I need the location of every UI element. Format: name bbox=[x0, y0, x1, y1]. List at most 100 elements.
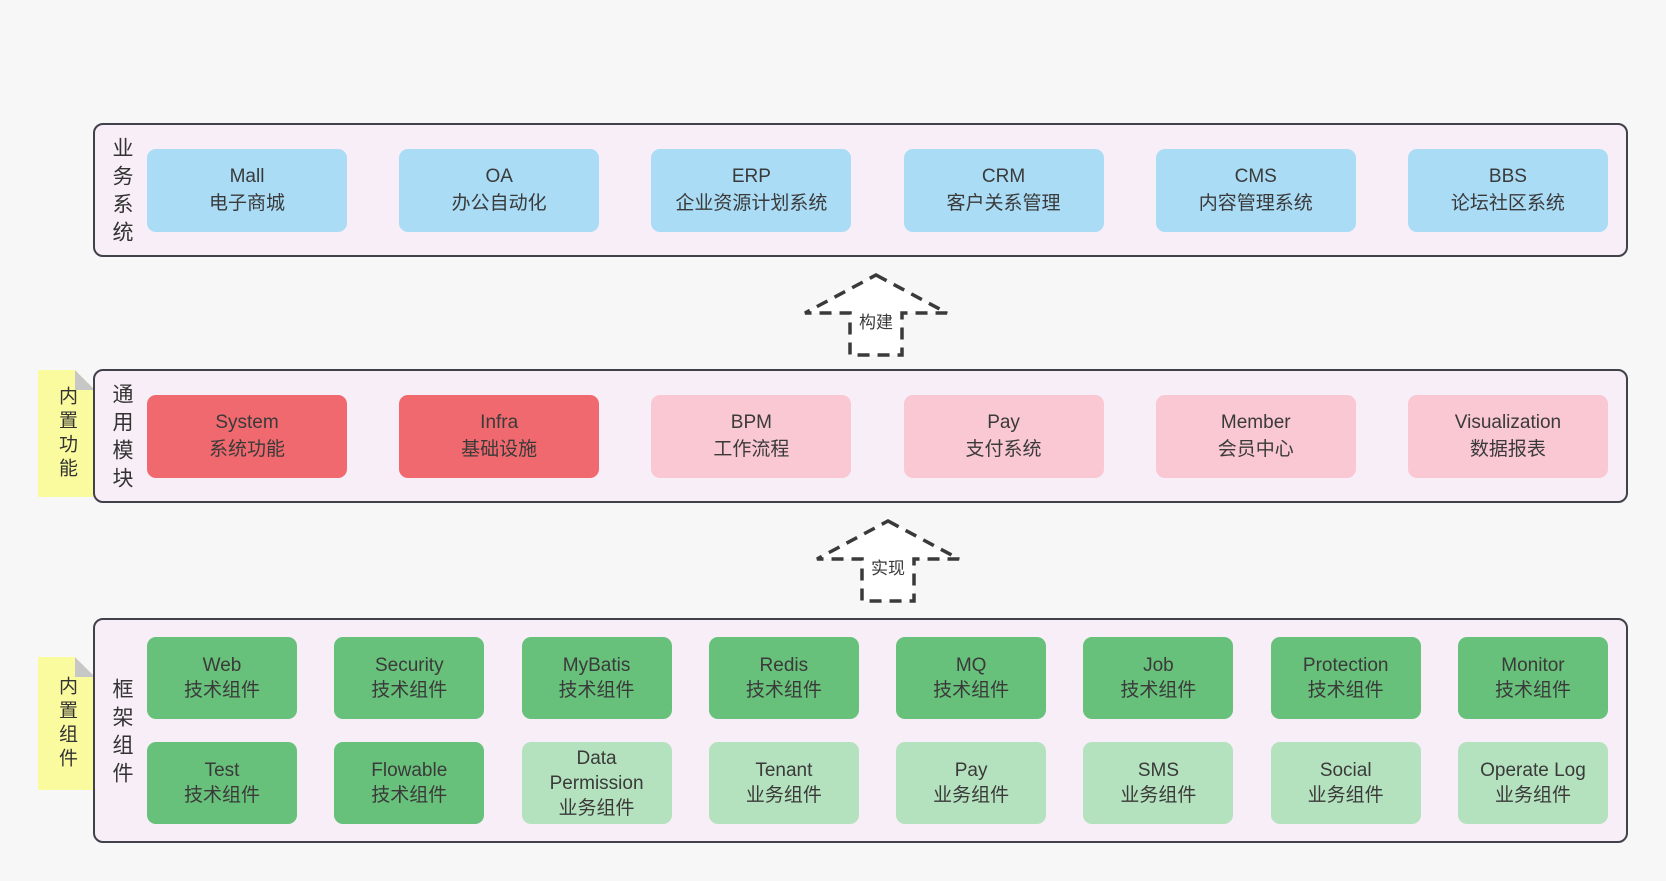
layer-business-systems: 业务系统 Mall 电子商城 OA 办公自动化 ERP 企业资源计划系统 CRM… bbox=[93, 123, 1628, 257]
box-test-zh: 技术组件 bbox=[183, 785, 260, 806]
sticky-fold-corner-icon bbox=[75, 370, 95, 390]
box-protection: Protection 技术组件 bbox=[1270, 637, 1421, 719]
box-flowable-zh: 技术组件 bbox=[371, 785, 448, 806]
box-mq-en: MQ bbox=[955, 655, 987, 676]
build-arrow-label: 构建 bbox=[856, 308, 896, 333]
layer-modules-label: 通用模块 bbox=[110, 383, 133, 495]
box-operate-log-zh: 业务组件 bbox=[1494, 785, 1571, 806]
box-sms-en: SMS bbox=[1137, 760, 1179, 781]
box-visualization: Visualization 数据报表 bbox=[1407, 394, 1608, 478]
box-data-permission-en: Data Permission bbox=[549, 747, 644, 794]
box-social-en: Social bbox=[1319, 760, 1372, 781]
box-flowable-en: Flowable bbox=[371, 760, 448, 781]
box-sms: SMS 业务组件 bbox=[1083, 742, 1234, 824]
implement-arrow-label: 实现 bbox=[868, 554, 908, 579]
box-visualization-zh: 数据报表 bbox=[1469, 439, 1546, 460]
box-test: Test 技术组件 bbox=[147, 742, 297, 824]
layer-components-label: 框架组件 bbox=[110, 677, 133, 790]
box-mq-zh: 技术组件 bbox=[933, 680, 1010, 701]
sticky-built-in-features-label: 内置功能 bbox=[56, 385, 77, 482]
box-bpm-en: BPM bbox=[730, 412, 772, 433]
box-tenant-en: Tenant bbox=[755, 760, 813, 781]
box-infra-en: Infra bbox=[480, 412, 519, 433]
box-social-zh: 业务组件 bbox=[1307, 785, 1384, 806]
box-member: Member 会员中心 bbox=[1155, 394, 1356, 478]
box-redis: Redis 技术组件 bbox=[708, 637, 859, 719]
box-system-en: System bbox=[215, 412, 279, 433]
box-web-en: Web bbox=[202, 655, 242, 676]
box-bbs: BBS 论坛社区系统 bbox=[1407, 148, 1608, 232]
box-security-en: Security bbox=[374, 655, 444, 676]
layer-business-label: 业务系统 bbox=[110, 137, 133, 249]
box-mybatis-en: MyBatis bbox=[562, 655, 631, 676]
box-crm: CRM 客户关系管理 bbox=[903, 148, 1104, 232]
box-erp-zh: 企业资源计划系统 bbox=[675, 193, 828, 214]
box-cms: CMS 内容管理系统 bbox=[1155, 148, 1356, 232]
box-redis-en: Redis bbox=[759, 655, 809, 676]
box-monitor-en: Monitor bbox=[1501, 655, 1565, 676]
box-social: Social 业务组件 bbox=[1270, 742, 1421, 824]
box-system: System 系统功能 bbox=[147, 394, 347, 478]
box-infra-zh: 基础设施 bbox=[461, 439, 538, 460]
box-pay-module-zh: 支付系统 bbox=[965, 439, 1042, 460]
box-job-zh: 技术组件 bbox=[1120, 680, 1197, 701]
sticky-built-in-components: 内置组件 bbox=[38, 657, 95, 790]
box-web: Web 技术组件 bbox=[147, 637, 297, 719]
box-pay-component: Pay 业务组件 bbox=[896, 742, 1047, 824]
box-visualization-en: Visualization bbox=[1454, 412, 1562, 433]
box-bbs-en: BBS bbox=[1488, 166, 1527, 187]
sticky-fold-corner-icon bbox=[75, 657, 95, 677]
components-row-1: Web 技术组件 Security 技术组件 MyBatis 技术组件 Redi… bbox=[147, 637, 1608, 719]
box-web-zh: 技术组件 bbox=[183, 680, 260, 701]
box-monitor-zh: 技术组件 bbox=[1494, 680, 1571, 701]
modules-box-row: System 系统功能 Infra 基础设施 BPM 工作流程 Pay 支付系统… bbox=[147, 371, 1626, 501]
sticky-built-in-features: 内置功能 bbox=[38, 370, 95, 497]
box-job: Job 技术组件 bbox=[1083, 637, 1234, 719]
box-mall-en: Mall bbox=[229, 166, 265, 187]
box-redis-zh: 技术组件 bbox=[745, 680, 822, 701]
box-infra: Infra 基础设施 bbox=[399, 394, 600, 478]
box-operate-log-en: Operate Log bbox=[1480, 760, 1586, 781]
box-protection-en: Protection bbox=[1302, 655, 1389, 676]
business-box-row: Mall 电子商城 OA 办公自动化 ERP 企业资源计划系统 CRM 客户关系… bbox=[147, 125, 1626, 255]
box-monitor: Monitor 技术组件 bbox=[1457, 637, 1608, 719]
layer-framework-components: 框架组件 Web 技术组件 Security 技术组件 MyBatis 技术组件… bbox=[93, 618, 1628, 843]
box-operate-log: Operate Log 业务组件 bbox=[1457, 742, 1608, 824]
box-tenant-zh: 业务组件 bbox=[745, 785, 822, 806]
box-security-zh: 技术组件 bbox=[371, 680, 448, 701]
box-member-zh: 会员中心 bbox=[1217, 439, 1294, 460]
box-pay-component-en: Pay bbox=[954, 760, 988, 781]
box-bbs-zh: 论坛社区系统 bbox=[1450, 193, 1565, 214]
box-crm-zh: 客户关系管理 bbox=[946, 193, 1061, 214]
box-bpm: BPM 工作流程 bbox=[651, 394, 852, 478]
box-mybatis: MyBatis 技术组件 bbox=[521, 637, 672, 719]
box-bpm-zh: 工作流程 bbox=[713, 439, 790, 460]
box-mall: Mall 电子商城 bbox=[147, 148, 347, 232]
box-test-en: Test bbox=[204, 760, 240, 781]
box-mq: MQ 技术组件 bbox=[896, 637, 1047, 719]
box-mall-zh: 电子商城 bbox=[208, 193, 285, 214]
box-pay-component-zh: 业务组件 bbox=[933, 785, 1010, 806]
box-flowable: Flowable 技术组件 bbox=[334, 742, 485, 824]
box-erp-en: ERP bbox=[731, 166, 771, 187]
box-pay-module: Pay 支付系统 bbox=[903, 394, 1104, 478]
box-oa-en: OA bbox=[485, 166, 513, 187]
implement-arrow: 实现 bbox=[813, 518, 963, 604]
box-security: Security 技术组件 bbox=[334, 637, 485, 719]
box-oa-zh: 办公自动化 bbox=[451, 193, 547, 214]
box-oa: OA 办公自动化 bbox=[399, 148, 600, 232]
box-data-permission: Data Permission 业务组件 bbox=[521, 742, 672, 824]
box-system-zh: 系统功能 bbox=[208, 439, 285, 460]
layer-common-modules: 通用模块 System 系统功能 Infra 基础设施 BPM 工作流程 Pay… bbox=[93, 369, 1628, 503]
box-erp: ERP 企业资源计划系统 bbox=[651, 148, 852, 232]
box-tenant: Tenant 业务组件 bbox=[708, 742, 859, 824]
box-mybatis-zh: 技术组件 bbox=[558, 680, 635, 701]
sticky-built-in-components-label: 内置组件 bbox=[56, 675, 77, 772]
box-data-permission-zh: 业务组件 bbox=[558, 797, 635, 819]
box-crm-en: CRM bbox=[981, 166, 1026, 187]
box-job-en: Job bbox=[1143, 655, 1174, 676]
box-pay-module-en: Pay bbox=[987, 412, 1020, 433]
build-arrow: 构建 bbox=[801, 272, 951, 358]
box-cms-zh: 内容管理系统 bbox=[1198, 193, 1313, 214]
